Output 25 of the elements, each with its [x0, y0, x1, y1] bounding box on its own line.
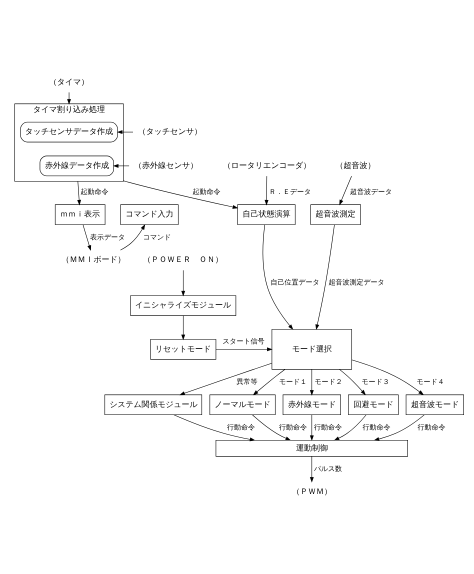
- arrow: [339, 176, 352, 206]
- arrow: [252, 369, 286, 396]
- arrow: [310, 456, 314, 483]
- arrow: [116, 130, 134, 134]
- arrow: [216, 347, 273, 352]
- arrow: [315, 224, 335, 330]
- arrow: [264, 176, 268, 206]
- arrow: [179, 363, 272, 396]
- arrow: [181, 315, 186, 340]
- arrow: [112, 164, 130, 168]
- arrow: [67, 92, 71, 105]
- arrow: [262, 224, 294, 330]
- arrow: [181, 270, 186, 296]
- arrow: [77, 181, 82, 206]
- arrow: [82, 224, 92, 251]
- arrow: [310, 414, 314, 441]
- arrow: [339, 369, 366, 396]
- arrow: [252, 414, 292, 441]
- arrow: [334, 414, 366, 441]
- arrow: [374, 414, 425, 441]
- arrow: [123, 180, 238, 209]
- arrow: [310, 369, 314, 396]
- arrow: [352, 360, 424, 396]
- arrow: [173, 414, 256, 442]
- arrow: [120, 224, 146, 250]
